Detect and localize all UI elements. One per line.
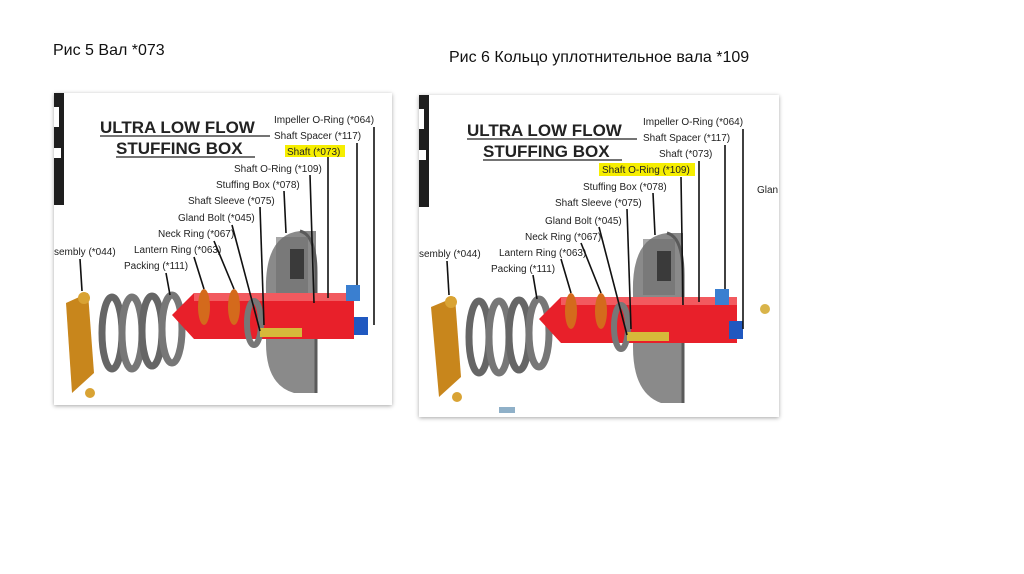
diagram-title-line1: ULTRA LOW FLOW — [100, 118, 256, 137]
label-shaft: Shaft (*073) — [659, 149, 712, 160]
highlight-shaft — [285, 145, 345, 157]
highlight-shaft-o-ring — [599, 163, 695, 176]
figure-shaft-o-ring: ULTRA LOW FLOW STUFFING BOX Impeller O-R… — [419, 95, 779, 417]
stuffing-box-diagram-shaft: ULTRA LOW FLOW STUFFING BOX Impeller O-R… — [54, 93, 375, 398]
label-lantern-ring: Lantern Ring (*063) — [499, 248, 586, 259]
label-shaft-spacer: Shaft Spacer (*117) — [274, 131, 361, 142]
label-shaft-sleeve: Shaft Sleeve (*075) — [555, 198, 642, 209]
label-packing: Packing (*111) — [491, 264, 555, 275]
figure-shaft: ULTRA LOW FLOW STUFFING BOX Impeller O-R… — [54, 93, 392, 405]
diagram-title-line2: STUFFING BOX — [483, 142, 610, 161]
label-shaft-o-ring: Shaft O-Ring (*109) — [602, 165, 690, 176]
caption-left: Рис 5 Вал *073 — [53, 42, 165, 59]
diagram-title-line2: STUFFING BOX — [116, 139, 243, 158]
label-gland-cut: Glan — [757, 185, 778, 196]
label-shaft-spacer: Shaft Spacer (*117) — [643, 133, 730, 144]
label-impeller-o-ring: Impeller O-Ring (*064) — [643, 117, 743, 128]
label-stuffing-box: Stuffing Box (*078) — [216, 180, 300, 191]
label-packing: Packing (*111) — [124, 261, 188, 272]
label-gland-assembly: sembly (*044) — [54, 247, 116, 258]
label-gland-assembly: sembly (*044) — [419, 249, 481, 260]
label-stuffing-box: Stuffing Box (*078) — [583, 182, 667, 193]
label-gland-bolt: Gland Bolt (*045) — [545, 216, 622, 227]
label-shaft-sleeve: Shaft Sleeve (*075) — [188, 196, 275, 207]
label-neck-ring: Neck Ring (*067) — [158, 229, 234, 240]
label-shaft-o-ring: Shaft O-Ring (*109) — [234, 164, 322, 175]
label-lantern-ring: Lantern Ring (*063) — [134, 245, 221, 256]
label-shaft: Shaft (*073) — [287, 147, 340, 158]
caption-right: Рис 6 Кольцо уплотнительное вала *109 — [449, 49, 750, 66]
label-gland-bolt: Gland Bolt (*045) — [178, 213, 255, 224]
diagram-title-line1: ULTRA LOW FLOW — [467, 121, 623, 140]
stuffing-box-diagram-o-ring: ULTRA LOW FLOW STUFFING BOX Impeller O-R… — [419, 95, 778, 413]
label-neck-ring: Neck Ring (*067) — [525, 232, 601, 243]
label-impeller-o-ring: Impeller O-Ring (*064) — [274, 115, 374, 126]
